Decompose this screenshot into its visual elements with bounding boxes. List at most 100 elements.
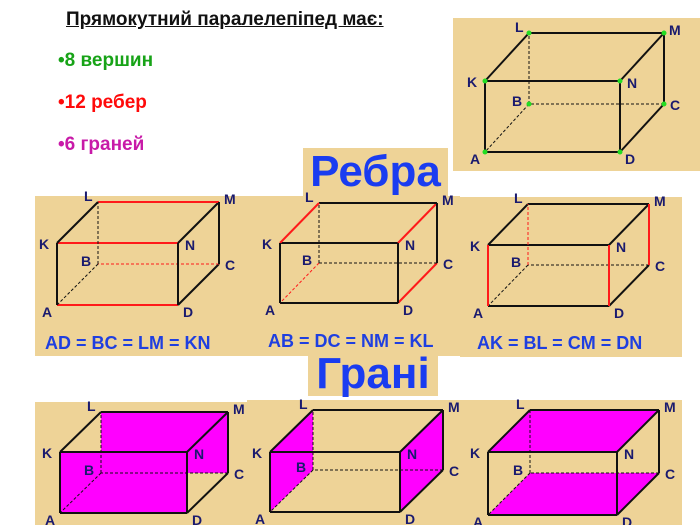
edge-figure-3-label-M: M (654, 193, 666, 209)
edge-figure-1-label-L: L (84, 188, 93, 204)
face-figure-1-label-D: D (192, 512, 202, 525)
face-figure-3-face-KLMN (488, 410, 659, 452)
edge-figure-2-edge-BA (279, 262, 320, 304)
face-figure-1-label-L: L (87, 398, 96, 414)
fact-edges: •12 ребер (58, 92, 147, 113)
main-figure-label-L: L (515, 19, 524, 35)
edge-figure-3-label-B: B (511, 254, 521, 270)
face-figure-2-label-K: K (252, 445, 262, 461)
edge-figure-1-label-D: D (183, 304, 193, 320)
edge-figure-1-edge-BA (56, 263, 99, 306)
edge-caption-1: AD = BC = LM = KN (45, 333, 211, 353)
main-figure-vertex-N (617, 78, 623, 84)
edges-title: Ребра (303, 148, 448, 198)
edge-figure-2-label-A: A (265, 302, 275, 318)
face-figure-3-label-N: N (624, 446, 634, 462)
face-figure-2-label-M: M (448, 399, 460, 415)
face-figure-3-label-K: K (470, 445, 480, 461)
face-figure-3-label-L: L (516, 396, 525, 412)
edge-figure-2-edge-LK (279, 202, 320, 244)
face-figure-1-label-C: C (234, 466, 244, 482)
edge-panel-3 (460, 197, 682, 357)
face-figure-1-label-N: N (194, 446, 204, 462)
edge-figure-3-label-C: C (655, 258, 665, 274)
main-figure-edge-LK (484, 32, 530, 82)
face-figure-1-edge-DC (186, 472, 229, 514)
face-figure-3-label-B: B (513, 462, 523, 478)
edge-figure-1-label-B: B (81, 253, 91, 269)
main-figure-vertex-A (482, 149, 488, 155)
face-figure-3-label-D: D (622, 514, 632, 525)
main-figure-label-K: K (467, 74, 477, 90)
edge-panel-1 (35, 196, 247, 356)
main-figure-edge-NM (619, 32, 665, 82)
face-figure-2-label-B: B (296, 459, 306, 475)
edge-figure-2-label-K: K (262, 236, 272, 252)
edge-figure-2-label-L: L (305, 189, 314, 205)
face-figure-2-label-C: C (449, 463, 459, 479)
edge-figure-1-label-A: A (42, 304, 52, 320)
face-figure-2-edge-NM (399, 409, 444, 453)
face-figure-1-label-K: K (42, 445, 52, 461)
edge-figure-2-label-B: B (302, 252, 312, 268)
edge-figure-2-label-M: M (442, 192, 454, 208)
edge-figure-3-label-A: A (473, 305, 483, 321)
main-figure-edge-DC (619, 103, 665, 153)
face-figure-2-label-L: L (299, 396, 308, 412)
edge-figure-2-label-D: D (403, 302, 413, 318)
face-figure-2-edge-BA (269, 469, 314, 513)
edge-caption-2: AB = DC = NM = KL (268, 331, 434, 351)
edge-figure-2-label-C: C (443, 256, 453, 272)
main-figure-vertex-M (661, 30, 667, 36)
main-figure-panel (453, 18, 700, 171)
edge-figure-3-label-D: D (614, 305, 624, 321)
face-figure-3-edge-NM (616, 409, 660, 453)
main-figure-label-B: B (512, 93, 522, 109)
face-figure-1-edge-BA (59, 472, 102, 514)
edge-figure-3-edge-BA (487, 264, 529, 307)
main-figure-label-N: N (627, 75, 637, 91)
edge-figure-3-label-L: L (514, 190, 523, 206)
edge-figure-3-edge-DC (608, 264, 650, 307)
face-figure-2-face-AKLB (270, 410, 313, 512)
edge-figure-1-label-C: C (225, 257, 235, 273)
face-figure-1-label-B: B (84, 462, 94, 478)
face-figure-1-edge-NM (186, 411, 229, 453)
main-figure-vertex-K (482, 78, 488, 84)
main-figure-label-M: M (669, 22, 681, 38)
edge-figure-1-label-N: N (185, 237, 195, 253)
main-figure-label-C: C (670, 97, 680, 113)
face-figure-3-label-C: C (665, 466, 675, 482)
face-figure-1-label-A: A (45, 512, 55, 525)
edge-figure-2-label-N: N (405, 237, 415, 253)
edge-figure-1-edge-DC (177, 263, 220, 306)
edge-figure-1-label-K: K (39, 236, 49, 252)
fact-vertices: •8 вершин (58, 50, 154, 71)
face-figure-2-label-N: N (407, 446, 417, 462)
edge-figure-3-label-K: K (470, 238, 480, 254)
fact-faces: •6 граней (58, 134, 145, 155)
face-figure-2-label-D: D (405, 511, 415, 525)
face-figure-1-face-BLMC (101, 412, 228, 473)
face-figure-1-label-M: M (233, 401, 245, 417)
main-figure-edge-BA (484, 103, 530, 153)
main-figure-vertex-D (617, 149, 623, 155)
edge-figure-1-edge-LK (56, 201, 99, 244)
edge-figure-1-edge-NM (177, 201, 220, 244)
main-figure-vertex-B (526, 101, 532, 107)
face-figure-3-edge-DC (616, 472, 660, 516)
edge-caption-3: AK = BL = CM = DN (477, 333, 643, 353)
edge-figure-2-edge-NM (397, 202, 438, 244)
face-figure-3-label-A: A (473, 514, 483, 525)
face-figure-3-label-M: M (664, 399, 676, 415)
face-figure-2-label-A: A (255, 511, 265, 525)
face-figure-2-edge-LK (269, 409, 314, 453)
main-figure-label-A: A (470, 151, 480, 167)
edge-figure-3-edge-NM (608, 203, 650, 246)
face-figure-1-edge-LK (59, 411, 102, 453)
face-figure-2-edge-DC (399, 469, 444, 513)
edge-figure-1-label-M: M (224, 191, 236, 207)
edge-figure-3-label-N: N (616, 239, 626, 255)
